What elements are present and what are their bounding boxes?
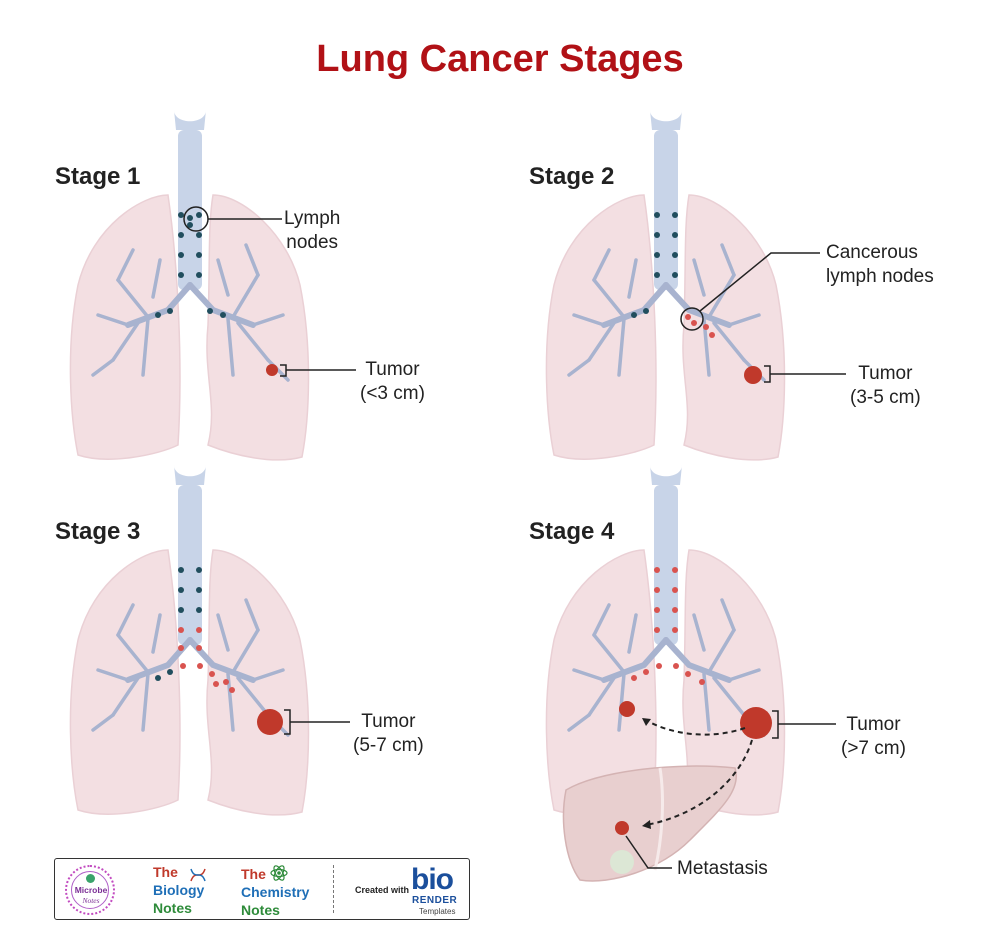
microbe-icon	[86, 874, 95, 883]
created-with-text: Created with	[355, 885, 410, 895]
tumor-label-stage-1: Tumor(<3 cm)	[360, 359, 425, 404]
footer-logo-bar: Microbe Notes The Biology Notes The Chem…	[54, 858, 470, 920]
biology-notes-logo: The Biology Notes	[153, 864, 205, 916]
metastasis-label: Metastasis	[677, 858, 768, 879]
stage-2-title: Stage 2	[529, 163, 615, 190]
tumor-label-stage-4: Tumor(>7 cm)	[841, 714, 906, 759]
footer-divider	[333, 865, 334, 913]
microbe-notes-logo: Microbe Notes	[65, 865, 115, 915]
biorender-logo: bio	[411, 863, 454, 896]
notes-logo-text: Notes	[82, 896, 100, 905]
tumor-label-stage-2: Tumor(3-5 cm)	[850, 363, 921, 408]
dna-icon	[190, 868, 206, 882]
microbe-logo-text: Microbe	[74, 885, 108, 895]
atom-icon	[270, 865, 288, 881]
stage-3-title: Stage 3	[55, 518, 141, 545]
stage-1-title: Stage 1	[55, 163, 141, 190]
stage-4-title: Stage 4	[529, 518, 615, 545]
page-title: Lung Cancer Stages	[316, 38, 684, 80]
biorender-render-text: RENDER	[412, 895, 458, 906]
biorender-templates-text: Templates	[419, 907, 456, 916]
tumor-label-stage-3: Tumor(5-7 cm)	[353, 711, 424, 756]
chemistry-notes-logo: The Chemistry Notes	[241, 866, 310, 918]
